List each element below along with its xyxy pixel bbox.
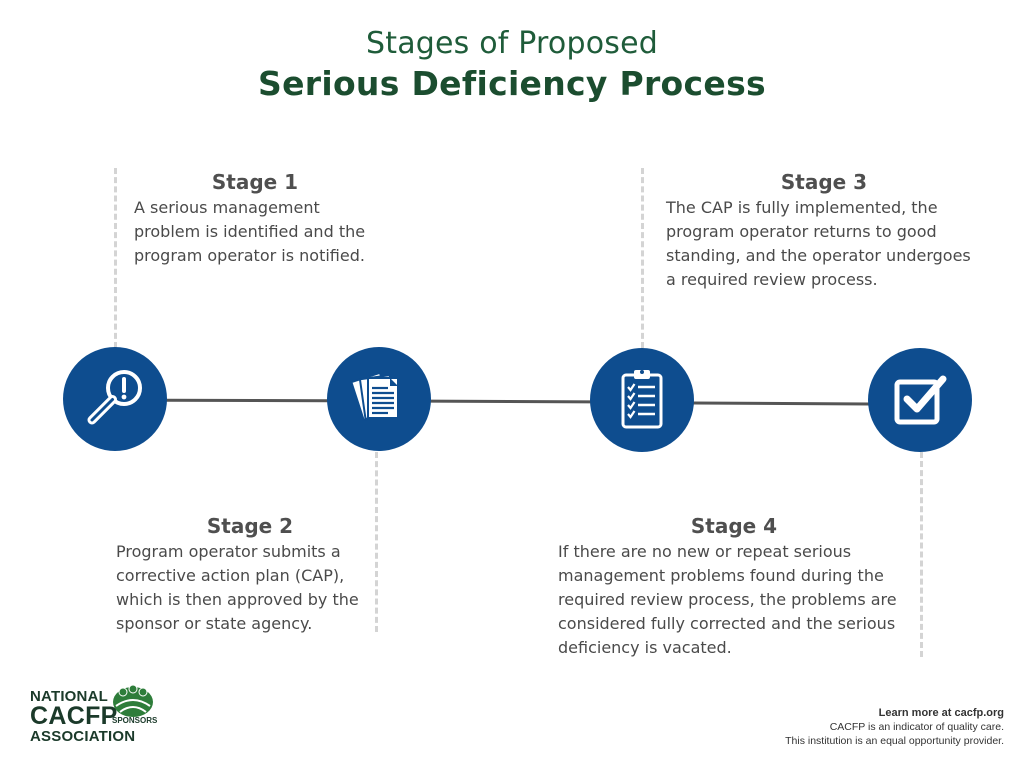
stage-4-description: If there are no new or repeat serious ma… [558, 540, 918, 660]
stage-2-guide [375, 452, 378, 632]
stage-2-line-4: sponsor or state agency. [116, 614, 313, 633]
stage-4-line-3: required review process, the problems ar… [558, 590, 897, 609]
stage-1-icon-circle [63, 347, 167, 451]
stage-4-line-4: considered fully corrected and the serio… [558, 614, 896, 633]
checkbox-checked-icon [894, 375, 947, 425]
people-logo-icon [113, 684, 153, 717]
stage-2-title: Stage 2 [206, 514, 294, 538]
connector-3-4 [692, 401, 871, 406]
stage-4-line-2: management problems found during the [558, 566, 884, 585]
documents-icon [350, 371, 399, 422]
title-line-1: Stages of Proposed [365, 26, 659, 61]
stage-3-line-3: standing, and the operator undergoes [666, 246, 971, 265]
stage-2-line-1: Program operator submits a [116, 542, 341, 561]
stage-2-description: Program operator submits a corrective ac… [116, 540, 376, 636]
logo-line-3: ASSOCIATION [30, 728, 136, 745]
stage-2-icon-circle [327, 347, 431, 451]
stage-1-guide [114, 168, 117, 348]
stage-1-line-2: problem is identified and the [134, 222, 366, 241]
stage-1-line-1: A serious management [134, 198, 320, 217]
stage-1-description: A serious management problem is identifi… [134, 196, 394, 268]
logo-line-2: CACFP [30, 702, 118, 730]
footer-equal-text: This institution is an equal opportunity… [785, 735, 1004, 747]
footer-quality-text: CACFP is an indicator of quality care. [829, 721, 1004, 733]
title-line-2: Serious Deficiency Process [258, 64, 766, 103]
stage-4-guide [920, 452, 923, 657]
stage-3-line-2: program operator returns to good [666, 222, 937, 241]
stage-4-line-1: If there are no new or repeat serious [558, 542, 852, 561]
stage-1-title: Stage 1 [211, 170, 299, 194]
logo-sponsors-tag: SPONSORS [112, 716, 158, 725]
cacfp-logo: NATIONAL CACFP SPONSORS ASSOCIATION [30, 684, 180, 750]
stage-4-title: Stage 4 [690, 514, 778, 538]
logo-line-1: NATIONAL [30, 688, 108, 705]
stage-3-title: Stage 3 [780, 170, 868, 194]
footer: Learn more at cacfp.org CACFP is an indi… [785, 706, 1004, 748]
stage-2-line-3: which is then approved by the [116, 590, 359, 609]
stage-3-description: The CAP is fully implemented, the progra… [666, 196, 996, 292]
stage-1-line-3: program operator is notified. [134, 246, 365, 265]
stage-3-line-1: The CAP is fully implemented, the [666, 198, 938, 217]
stage-4-icon-circle [868, 348, 972, 452]
learn-more-link[interactable]: Learn more at cacfp.org [878, 707, 1004, 719]
stage-2-line-2: corrective action plan (CAP), [116, 566, 345, 585]
stage-3-icon-circle [590, 348, 694, 452]
magnifier-exclamation-icon [87, 370, 142, 425]
stage-4-line-5: deficiency is vacated. [558, 638, 732, 657]
connector-2-3 [427, 399, 594, 404]
stage-3-guide [641, 168, 644, 348]
stage-3-line-4: a required review process. [666, 270, 878, 289]
connector-1-2 [164, 398, 331, 403]
clipboard-checklist-icon [621, 370, 663, 429]
